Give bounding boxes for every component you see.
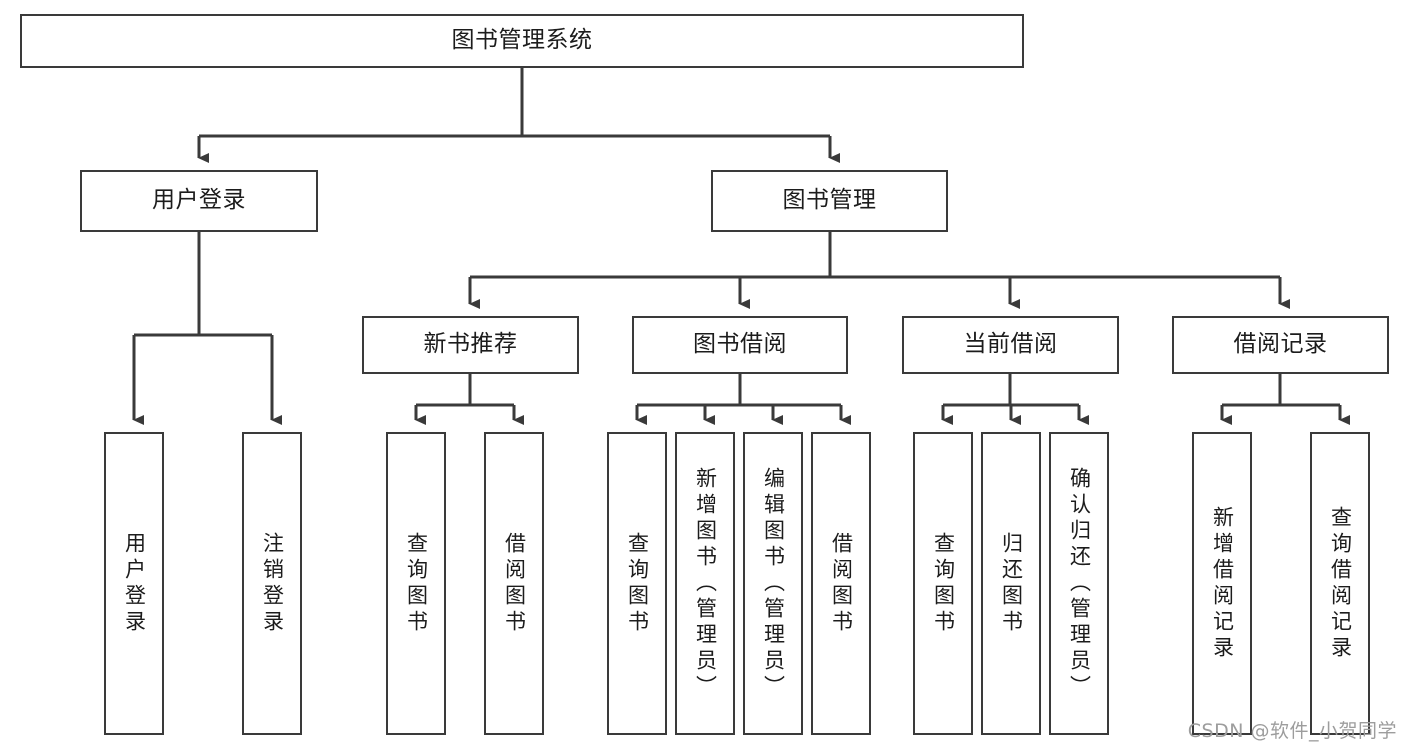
leaf-query-borrow-record[interactable]: 查询借阅记录 (1310, 432, 1370, 735)
leaf-edit-book-admin[interactable]: 编辑图书（管理员） (743, 432, 803, 735)
leaf-add-book-admin-label: 新增图书（管理员） (693, 466, 718, 701)
leaf-query-book-borrow[interactable]: 查询图书 (607, 432, 667, 735)
leaf-return-book[interactable]: 归还图书 (981, 432, 1041, 735)
leaf-query-book-current-label: 查询图书 (931, 531, 956, 636)
leaf-return-book-label: 归还图书 (999, 531, 1024, 636)
node-borrow-record-label: 借阅记录 (1233, 331, 1328, 358)
leaf-query-book-recommend-label: 查询图书 (404, 531, 429, 636)
node-borrow-record[interactable]: 借阅记录 (1172, 316, 1389, 374)
csdn-watermark: CSDN @软件_小贺同学 (1187, 720, 1397, 742)
leaf-add-book-admin[interactable]: 新增图书（管理员） (675, 432, 735, 735)
leaf-borrow-book[interactable]: 借阅图书 (811, 432, 871, 735)
leaf-user-login[interactable]: 用户登录 (104, 432, 164, 735)
leaf-edit-book-admin-label: 编辑图书（管理员） (761, 466, 786, 701)
leaf-logout[interactable]: 注销登录 (242, 432, 302, 735)
leaf-user-login-label: 用户登录 (122, 531, 147, 636)
node-book-management[interactable]: 图书管理 (711, 170, 948, 232)
node-new-book-recommend[interactable]: 新书推荐 (362, 316, 579, 374)
node-current-borrow[interactable]: 当前借阅 (902, 316, 1119, 374)
leaf-query-book-borrow-label: 查询图书 (625, 531, 650, 636)
leaf-borrow-book-recommend[interactable]: 借阅图书 (484, 432, 544, 735)
leaf-confirm-return-admin[interactable]: 确认归还（管理员） (1049, 432, 1109, 735)
node-root[interactable]: 图书管理系统 (20, 14, 1024, 68)
leaf-add-borrow-record-label: 新增借阅记录 (1210, 505, 1235, 662)
leaf-query-borrow-record-label: 查询借阅记录 (1328, 505, 1353, 662)
leaf-confirm-return-admin-label: 确认归还（管理员） (1067, 466, 1092, 701)
leaf-add-borrow-record[interactable]: 新增借阅记录 (1192, 432, 1252, 735)
leaf-query-book-recommend[interactable]: 查询图书 (386, 432, 446, 735)
node-book-borrow[interactable]: 图书借阅 (632, 316, 848, 374)
leaf-query-book-current[interactable]: 查询图书 (913, 432, 973, 735)
leaf-borrow-book-label: 借阅图书 (829, 531, 854, 636)
leaf-borrow-book-recommend-label: 借阅图书 (502, 531, 527, 636)
node-user-login[interactable]: 用户登录 (80, 170, 318, 232)
node-book-borrow-label: 图书借阅 (693, 331, 787, 358)
node-new-book-recommend-label: 新书推荐 (423, 331, 518, 358)
node-book-management-label: 图书管理 (782, 187, 877, 214)
leaf-logout-label: 注销登录 (260, 531, 285, 636)
node-root-label: 图书管理系统 (451, 27, 593, 54)
node-current-borrow-label: 当前借阅 (963, 331, 1058, 358)
node-user-login-label: 用户登录 (152, 187, 246, 214)
